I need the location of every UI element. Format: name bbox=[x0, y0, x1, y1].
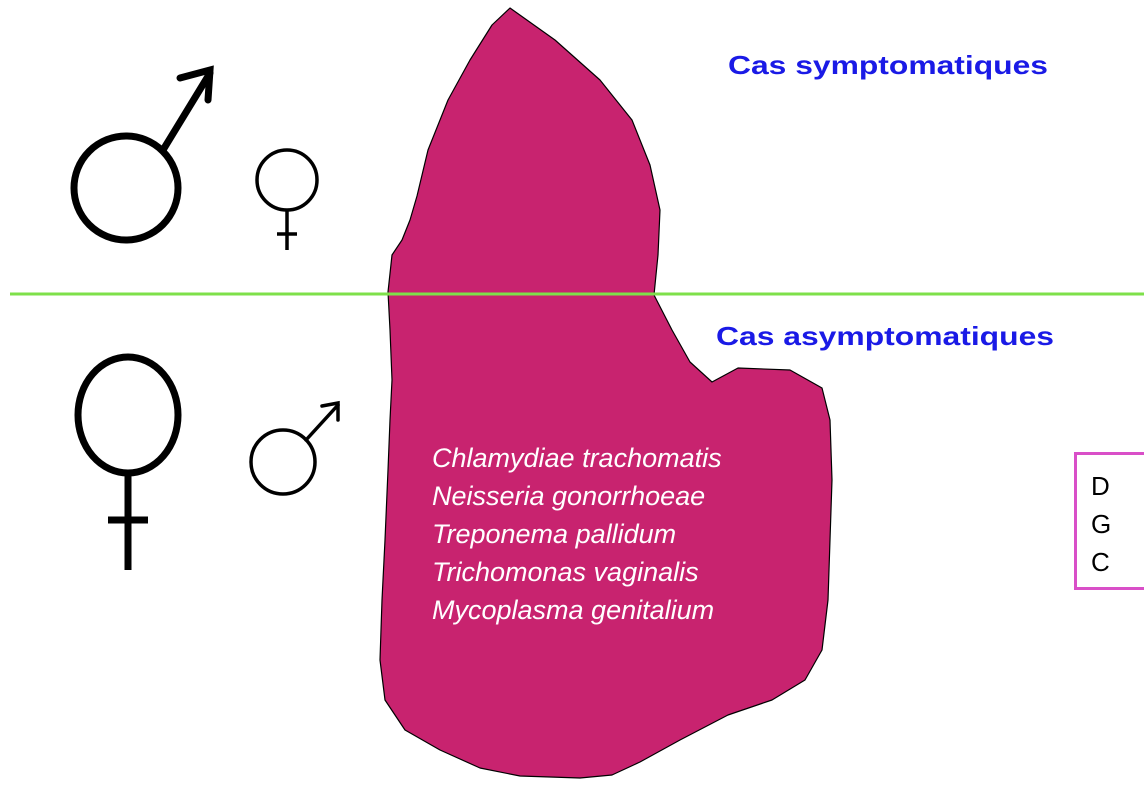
note-box: D G C bbox=[1074, 452, 1144, 590]
species-item: Treponema pallidum bbox=[432, 519, 676, 549]
note-line: G bbox=[1091, 509, 1112, 539]
species-item: Neisseria gonorrhoeae bbox=[432, 481, 705, 511]
species-item: Mycoplasma genitalium bbox=[432, 595, 714, 625]
species-item: Trichomonas vaginalis bbox=[432, 557, 699, 587]
note-line: C bbox=[1091, 547, 1110, 577]
asymptomatic-label: Cas asymptomatiques bbox=[716, 321, 1054, 351]
female-symbol-icon bbox=[74, 353, 182, 570]
iceberg-shape bbox=[379, 7, 833, 779]
symptomatic-label: Cas symptomatiques bbox=[728, 50, 1048, 80]
male-symbol-icon bbox=[70, 65, 214, 244]
male-symbol-icon bbox=[249, 400, 340, 496]
female-symbol-icon bbox=[255, 148, 319, 250]
species-item: Chlamydiae trachomatis bbox=[432, 443, 722, 473]
note-line: D bbox=[1091, 471, 1110, 501]
